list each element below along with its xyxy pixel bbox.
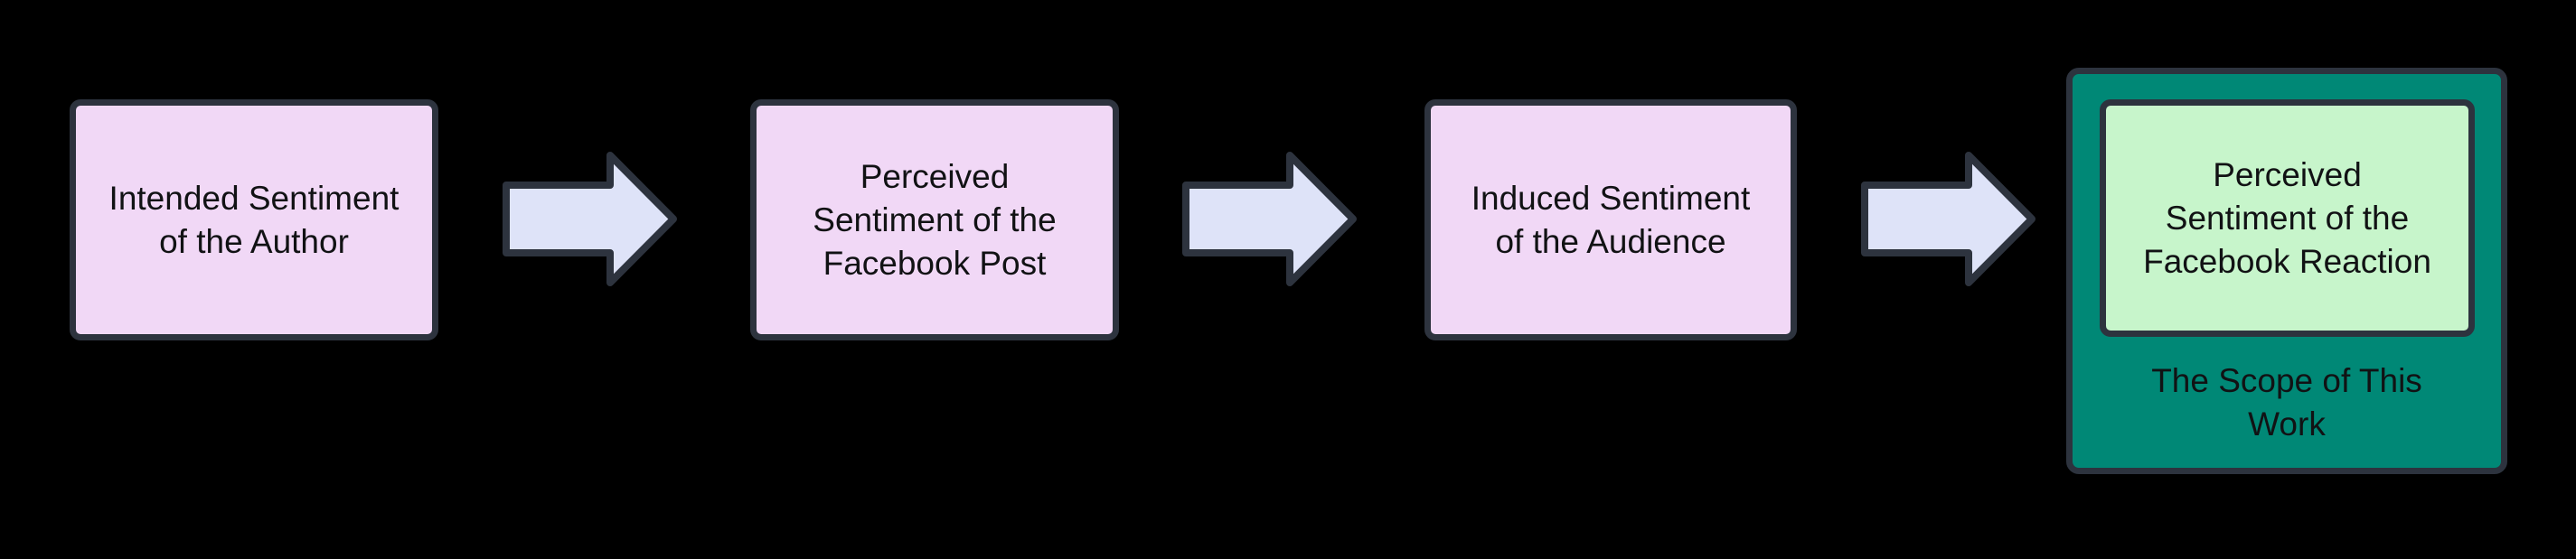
node-label-line: Facebook Post: [823, 244, 1047, 282]
right-arrow-icon-2: [1182, 152, 1357, 286]
right-arrow-icon-3: [1861, 152, 2035, 286]
scope-of-this-work-group: Perceived Sentiment of the Facebook Reac…: [2066, 68, 2507, 474]
right-arrow-icon-1: [503, 152, 677, 286]
node-label-line: Perceived: [2213, 155, 2362, 193]
node-perceived-sentiment-facebook-reaction: Perceived Sentiment of the Facebook Reac…: [2100, 99, 2475, 337]
node-label-line: Sentiment of the: [2165, 199, 2410, 237]
node-intended-sentiment-author: Intended Sentiment of the Author: [70, 99, 438, 340]
node-label-line: of the Author: [159, 222, 349, 260]
scope-label-line: The Scope of This: [2151, 361, 2422, 399]
node-induced-sentiment-audience: Induced Sentiment of the Audience: [1424, 99, 1797, 340]
node-label-line: Induced Sentiment: [1471, 179, 1751, 217]
scope-label-line: Work: [2248, 405, 2326, 443]
node-perceived-sentiment-facebook-post: Perceived Sentiment of the Facebook Post: [750, 99, 1119, 340]
node-label-line: Sentiment of the: [813, 200, 1057, 238]
node-label-line: Intended Sentiment: [108, 179, 400, 217]
node-label-line: Perceived: [860, 157, 1010, 195]
node-label-line: of the Audience: [1495, 222, 1726, 260]
scope-group-label: The Scope of This Work: [2073, 337, 2501, 468]
node-label-line: Facebook Reaction: [2143, 242, 2431, 280]
